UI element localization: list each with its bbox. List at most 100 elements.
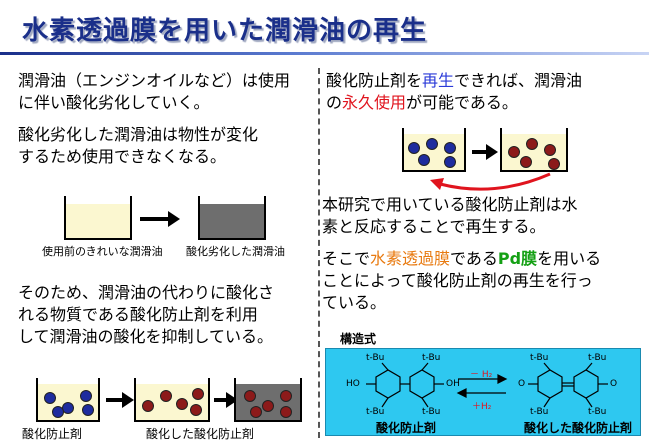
oxidized-molecule (280, 390, 292, 402)
return-arrow-curve (439, 172, 551, 191)
regeneration-return-arrow (430, 172, 551, 191)
oxidized-molecule (520, 156, 532, 168)
tbu-label: t-Bu (530, 353, 549, 363)
right-p3-line-1: そこで水素透過膜であるPd膜を用いる (322, 248, 601, 270)
antioxidant-molecule (408, 142, 420, 154)
antioxidant-molecule (80, 390, 92, 402)
oxidation-arrow-2 (214, 392, 238, 408)
regenerated-antioxidant-beaker (402, 128, 466, 172)
left-p1-line-1: 潤滑油（エンジンオイルなど）は使用 (18, 71, 291, 90)
oxidized-molecule (244, 390, 256, 402)
oxidized-molecule-drawing (528, 362, 608, 408)
oxidized-molecule (190, 404, 202, 416)
tbu-label: t-Bu (422, 407, 441, 417)
oxidizing-antioxidant-beaker (134, 378, 210, 422)
right-p3-line-2: ことによって酸化防止剤の再生を行っ (322, 271, 593, 290)
right-p1-line-1: 酸化防止剤を再生できれば、潤滑油 (326, 70, 582, 92)
tbu-label: t-Bu (366, 353, 385, 363)
caption-antioxidant: 酸化防止剤 (22, 427, 83, 441)
left-paragraph-2: 酸化劣化した潤滑油は物性が変化 するため使用できなくなる。 (18, 124, 258, 168)
highlight-regeneration: 再生 (422, 71, 455, 90)
minus-h2-label: － H₂ (470, 370, 493, 380)
hydroxyl-left-label: HO (346, 379, 360, 389)
antioxidant-molecule (418, 154, 430, 166)
oxidized-molecule (280, 406, 292, 418)
tbu-label: t-Bu (588, 407, 607, 417)
antioxidant-name: 酸化防止剤 (376, 421, 437, 435)
antioxidant-molecule (444, 156, 456, 168)
oxidized-molecule (526, 138, 538, 150)
degraded-oil-liquid (200, 204, 264, 238)
oxidized-molecule (192, 388, 204, 400)
highlight-pd-membrane: Pd膜 (497, 249, 538, 268)
right-p1-text-f: が可能である。 (406, 93, 518, 112)
right-p2-line-2: 素と反応することで再生する。 (322, 217, 546, 236)
oxidized-molecule (548, 158, 560, 170)
left-paragraph-1: 潤滑油（エンジンオイルなど）は使用 に伴い酸化劣化していく。 (18, 70, 290, 114)
highlight-permanent-use: 永久使用 (342, 93, 407, 112)
right-p3-text-e: を用いる (537, 249, 602, 268)
tbu-label: t-Bu (588, 353, 607, 363)
caption-clean-oil: 使用前のきれいな潤滑油 (42, 245, 163, 258)
plus-h2-label: ＋H₂ (472, 402, 492, 412)
left-p2-line-1: 酸化劣化した潤滑油は物性が変化 (18, 125, 259, 144)
right-p2-line-1: 本研究で用いている酸化防止剤は水 (322, 195, 578, 214)
structural-formula-drawing (366, 362, 608, 408)
left-p3-line-3: して潤滑油の酸化を抑制している。 (18, 327, 274, 346)
reaction-arrows (456, 374, 508, 398)
degradation-arrow (140, 211, 180, 227)
antioxidant-molecule (44, 392, 56, 404)
oxidized-molecule (142, 400, 154, 412)
right-p1-text-a: 酸化防止剤を (326, 71, 423, 90)
antioxidant-molecule-drawing (366, 362, 444, 408)
oxidized-antioxidant-name: 酸化した酸化防止剤 (524, 421, 633, 435)
right-p1-line-2: の永久使用が可能である。 (326, 92, 582, 114)
caption-degraded-oil: 酸化劣化した潤滑油 (186, 245, 285, 258)
right-p1-text-d: の (326, 93, 343, 112)
tbu-label: t-Bu (366, 407, 385, 417)
left-p3-line-1: そのため、潤滑油の代わりに酸化さ (18, 283, 275, 302)
left-paragraph-3: そのため、潤滑油の代わりに酸化さ れる物質である酸化防止剤を利用 して潤滑油の酸… (18, 282, 274, 348)
tbu-label: t-Bu (530, 407, 549, 417)
return-arrow-head (430, 178, 444, 190)
right-paragraph-1: 酸化防止剤を再生できれば、潤滑油 の永久使用が可能である。 (326, 70, 582, 114)
oxidized-molecule (250, 406, 262, 418)
degraded-oil-beaker (198, 196, 266, 240)
clean-oil-liquid (66, 204, 130, 238)
structural-formula-panel: t-Bu t-Bu t-Bu t-Bu HO OH － H₂ ＋H₂ t-Bu … (325, 348, 641, 436)
antioxidant-beaker (36, 378, 100, 422)
oxidized-molecule (262, 400, 274, 412)
antioxidant-molecule (52, 406, 64, 418)
column-divider (318, 68, 320, 438)
clean-oil-beaker (64, 196, 132, 240)
left-p3-line-2: れる物質である酸化防止剤を利用 (18, 305, 258, 324)
left-p2-line-2: するため使用できなくなる。 (18, 147, 227, 166)
oxidized-molecule (176, 398, 188, 410)
antioxidant-molecule (444, 142, 456, 154)
hydroxyl-right-label: OH (446, 379, 460, 389)
degraded-antioxidant-beaker (234, 378, 302, 422)
page-title: 水素透過膜を用いた潤滑油の再生 (22, 16, 428, 46)
oxidation-arrow-3 (472, 144, 498, 160)
highlight-hydrogen-membrane: 水素透過膜 (370, 249, 451, 268)
right-p3-text-c: である (450, 249, 498, 268)
structure-label: 構造式 (340, 332, 377, 346)
right-p3-line-3: ている。 (322, 293, 387, 312)
oxidation-arrow-1 (106, 392, 134, 408)
right-p1-text-c: できれば、潤滑油 (454, 71, 583, 90)
tbu-label: t-Bu (422, 353, 441, 363)
left-p1-line-2: に伴い酸化劣化していく。 (18, 93, 210, 112)
oxidized-antioxidant-beaker (500, 128, 568, 172)
oxidized-molecule (508, 146, 520, 158)
right-p3-text-a: そこで (322, 249, 371, 268)
title-underline (0, 52, 649, 55)
oxidized-molecule (544, 144, 556, 156)
oxygen-left-label: O (518, 379, 526, 389)
right-paragraph-2: 本研究で用いている酸化防止剤は水 素と反応することで再生する。 (322, 194, 578, 238)
antioxidant-molecule (82, 404, 94, 416)
caption-oxidized-antioxidant: 酸化した酸化防止剤 (146, 427, 255, 441)
oxidized-molecule (160, 390, 172, 402)
right-paragraph-3: そこで水素透過膜であるPd膜を用いる ことによって酸化防止剤の再生を行っ ている… (322, 248, 601, 314)
antioxidant-molecule (426, 138, 438, 150)
oxygen-right-label: O (610, 379, 618, 389)
